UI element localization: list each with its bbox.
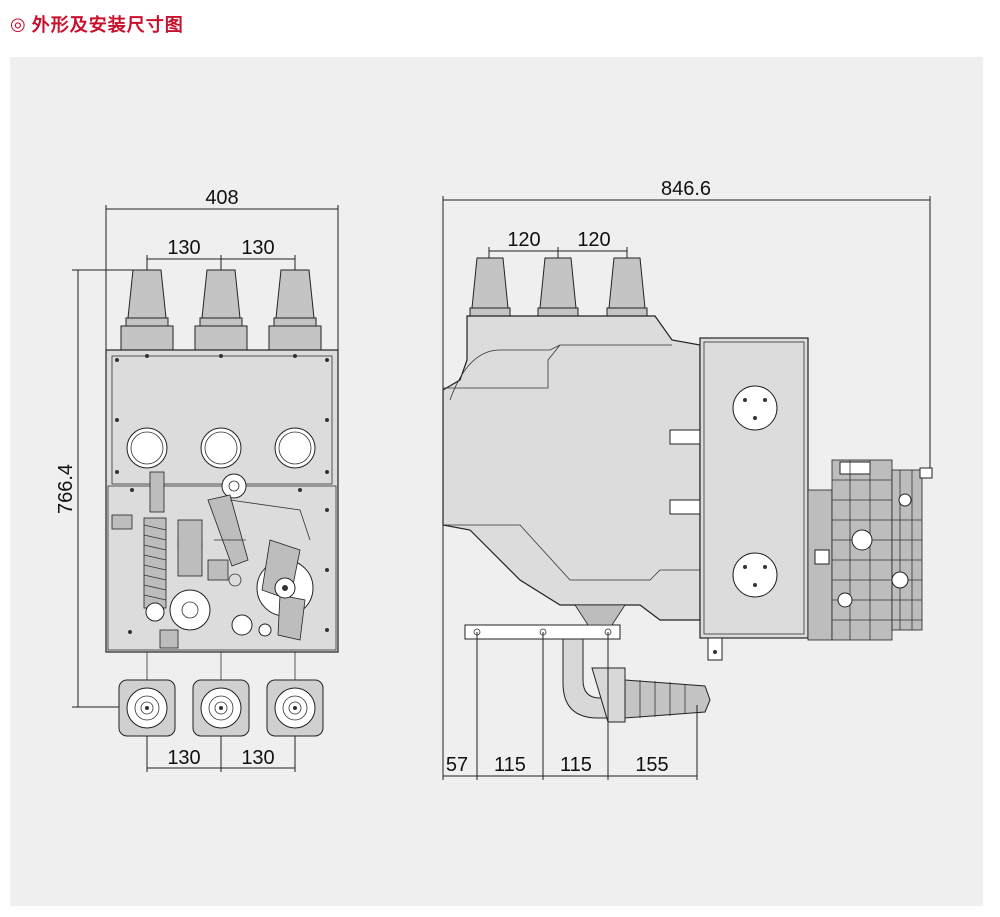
side-view: 846.6 120 120 (442, 178, 933, 780)
page-title-text: 外形及安装尺寸图 (31, 15, 184, 36)
front-bottom-terminals (118, 652, 324, 737)
front-top-spacing-2: 130 (241, 237, 274, 259)
side-top-spacing-2: 120 (577, 229, 610, 251)
side-length-label: 846.6 (661, 178, 711, 200)
side-bottom-dim-1: 57 (446, 754, 468, 776)
side-bottom-terminal (562, 638, 711, 723)
front-bottom-spacing-2: 130 (241, 747, 274, 769)
front-bottom-spacing-1: 130 (167, 747, 200, 769)
side-operating-mechanism (807, 459, 933, 641)
side-top-spacing-1: 120 (507, 229, 540, 251)
side-bottom-dim-4: 155 (635, 754, 668, 776)
front-height-label: 766.4 (55, 464, 77, 514)
page-title: ◎ 外形及安装尺寸图 (10, 12, 184, 36)
front-top-spacing-1: 130 (167, 237, 200, 259)
side-bottom-dim-2: 115 (494, 754, 526, 776)
front-width-label: 408 (205, 187, 238, 209)
side-body (442, 315, 701, 621)
front-view: 408 130 130 766.4 (55, 187, 339, 772)
side-bottom-dim-3: 115 (560, 754, 592, 776)
front-mechanism (111, 471, 314, 649)
double-circle-icon: ◎ (10, 14, 26, 34)
side-top-insulators (469, 257, 648, 317)
front-top-insulators (120, 269, 322, 351)
